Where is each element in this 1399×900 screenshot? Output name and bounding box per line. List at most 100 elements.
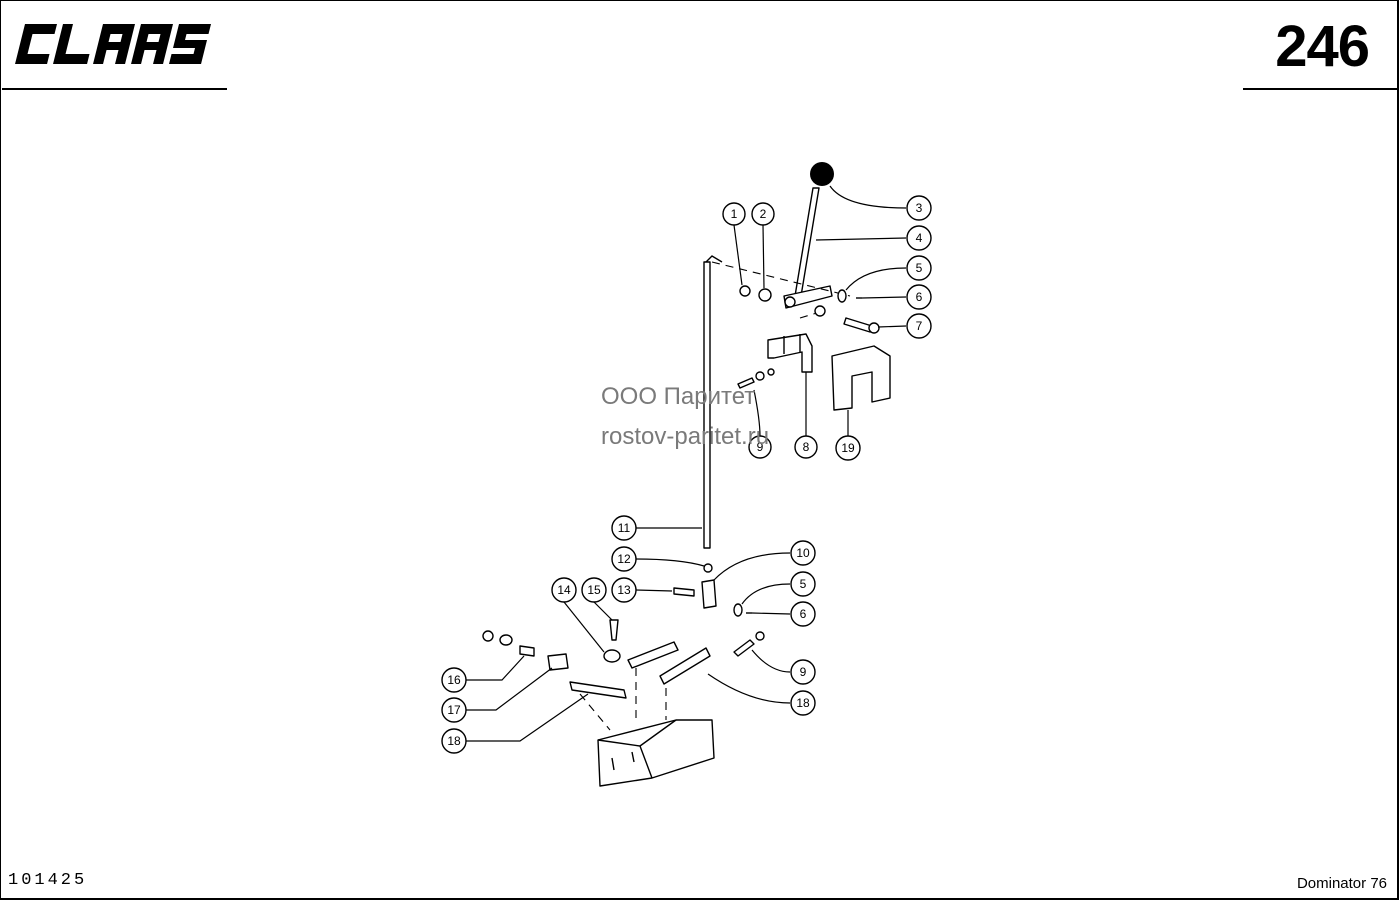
model-name: Dominator 76 [1296,875,1387,892]
callout-6[interactable]: 6 [906,284,932,310]
callout-18-right[interactable]: 18 [790,690,816,716]
svg-text:5: 5 [800,577,807,591]
callout-16[interactable]: 16 [441,667,467,693]
frame-bottom [0,898,1399,900]
claas-logo [15,24,212,64]
svg-text:10: 10 [796,546,810,560]
rod-top-hook [705,255,723,263]
svg-text:9: 9 [800,665,807,679]
svg-text:17: 17 [447,703,461,717]
callout-7[interactable]: 7 [906,313,932,339]
frame-left [0,0,1,900]
svg-text:18: 18 [447,734,461,748]
leader-5 [845,267,907,291]
lever-part-18-left [569,681,627,699]
leader-3 [829,185,907,209]
svg-text:12: 12 [617,552,631,566]
leader-14 [563,601,605,653]
callout-10[interactable]: 10 [790,540,816,566]
svg-text:5: 5 [916,261,923,275]
callout-5[interactable]: 5 [906,255,932,281]
svg-text:13: 13 [617,583,631,597]
bolt-part-7 [843,317,873,333]
bracket-part-8 [767,333,813,373]
leader-4 [815,237,907,241]
callout-19[interactable]: 19 [835,435,861,461]
leader-6-lower [751,612,791,615]
page-number-underline [1243,88,1399,90]
svg-text:18: 18 [796,696,810,710]
callout-1[interactable]: 1 [722,202,746,226]
rod-part-11 [703,261,711,549]
svg-text:15: 15 [587,583,601,597]
nut-part-1 [739,285,751,297]
lever-part-18-middle [627,641,679,669]
pivot-axis [711,261,851,297]
svg-text:6: 6 [916,290,923,304]
leader-10 [713,552,791,581]
callout-6-lower[interactable]: 6 [790,601,816,627]
svg-text:7: 7 [916,319,923,333]
callout-12[interactable]: 12 [611,546,637,572]
bolt-head [868,322,880,334]
callout-3[interactable]: 3 [906,195,932,221]
screw-part-15 [609,619,619,641]
bolt-part-16 [519,645,535,657]
callout-5-lower[interactable]: 5 [790,571,816,597]
nut-lower [755,631,765,641]
callout-17[interactable]: 17 [441,697,467,723]
valve-block-assembly [482,619,765,787]
valve-block-ports [611,751,635,771]
callout-9[interactable]: 9 [748,435,772,459]
valve-block-edges [597,719,677,779]
leader-15 [593,601,613,621]
nut-part-16a [482,630,494,642]
page-number: 246 [1275,14,1370,79]
svg-text:3: 3 [916,201,923,215]
washer-part-14 [603,649,621,663]
frame-top [0,0,1399,1]
leader-9 [753,389,761,437]
svg-text:6: 6 [800,607,807,621]
document-code: 101425 [8,871,88,890]
washer [755,371,765,381]
callout-18[interactable]: 18 [441,728,467,754]
callout-4[interactable]: 4 [906,225,932,251]
callout-9-lower[interactable]: 9 [790,659,816,685]
callout-8[interactable]: 8 [794,435,818,459]
bolt-part-13 [673,587,695,597]
watermark-url: rostov-paritet.ru [601,423,770,450]
leader-9-lower [751,649,791,673]
callout-11[interactable]: 11 [611,515,637,541]
assembly-guides [579,668,667,731]
logo-underline [2,88,227,90]
cover-part-19 [831,345,891,411]
svg-text:1: 1 [731,207,738,221]
leader-5-lower [741,583,791,605]
svg-text:8: 8 [803,440,810,454]
bushing-part-2 [758,288,772,302]
frame-right [1397,0,1399,900]
washer-part-16b [499,634,513,646]
callout-13[interactable]: 13 [611,577,637,603]
leader-lines [466,185,907,742]
svg-text:2: 2 [760,207,767,221]
leader-6 [861,296,907,299]
callout-2[interactable]: 2 [751,202,775,226]
leader-1 [733,224,743,286]
leader-16 [466,655,525,681]
clevis-part-10 [701,579,717,609]
callout-15[interactable]: 15 [581,577,607,603]
nut-part-12 [703,563,713,573]
lower-clevis-assembly [673,563,752,617]
lever-knob [810,162,834,186]
callout-14[interactable]: 14 [551,577,577,603]
callouts: 1 2 3 4 5 6 7 8 9 10 11 12 13 14 15 16 1… [441,195,932,754]
svg-text:16: 16 [447,673,461,687]
linkage-rod [703,255,723,549]
watermark-company: ООО Паритет [601,383,756,410]
lever-pivot [784,296,796,308]
lever-rod [794,187,820,297]
bolt-part-9-lower [733,639,755,657]
